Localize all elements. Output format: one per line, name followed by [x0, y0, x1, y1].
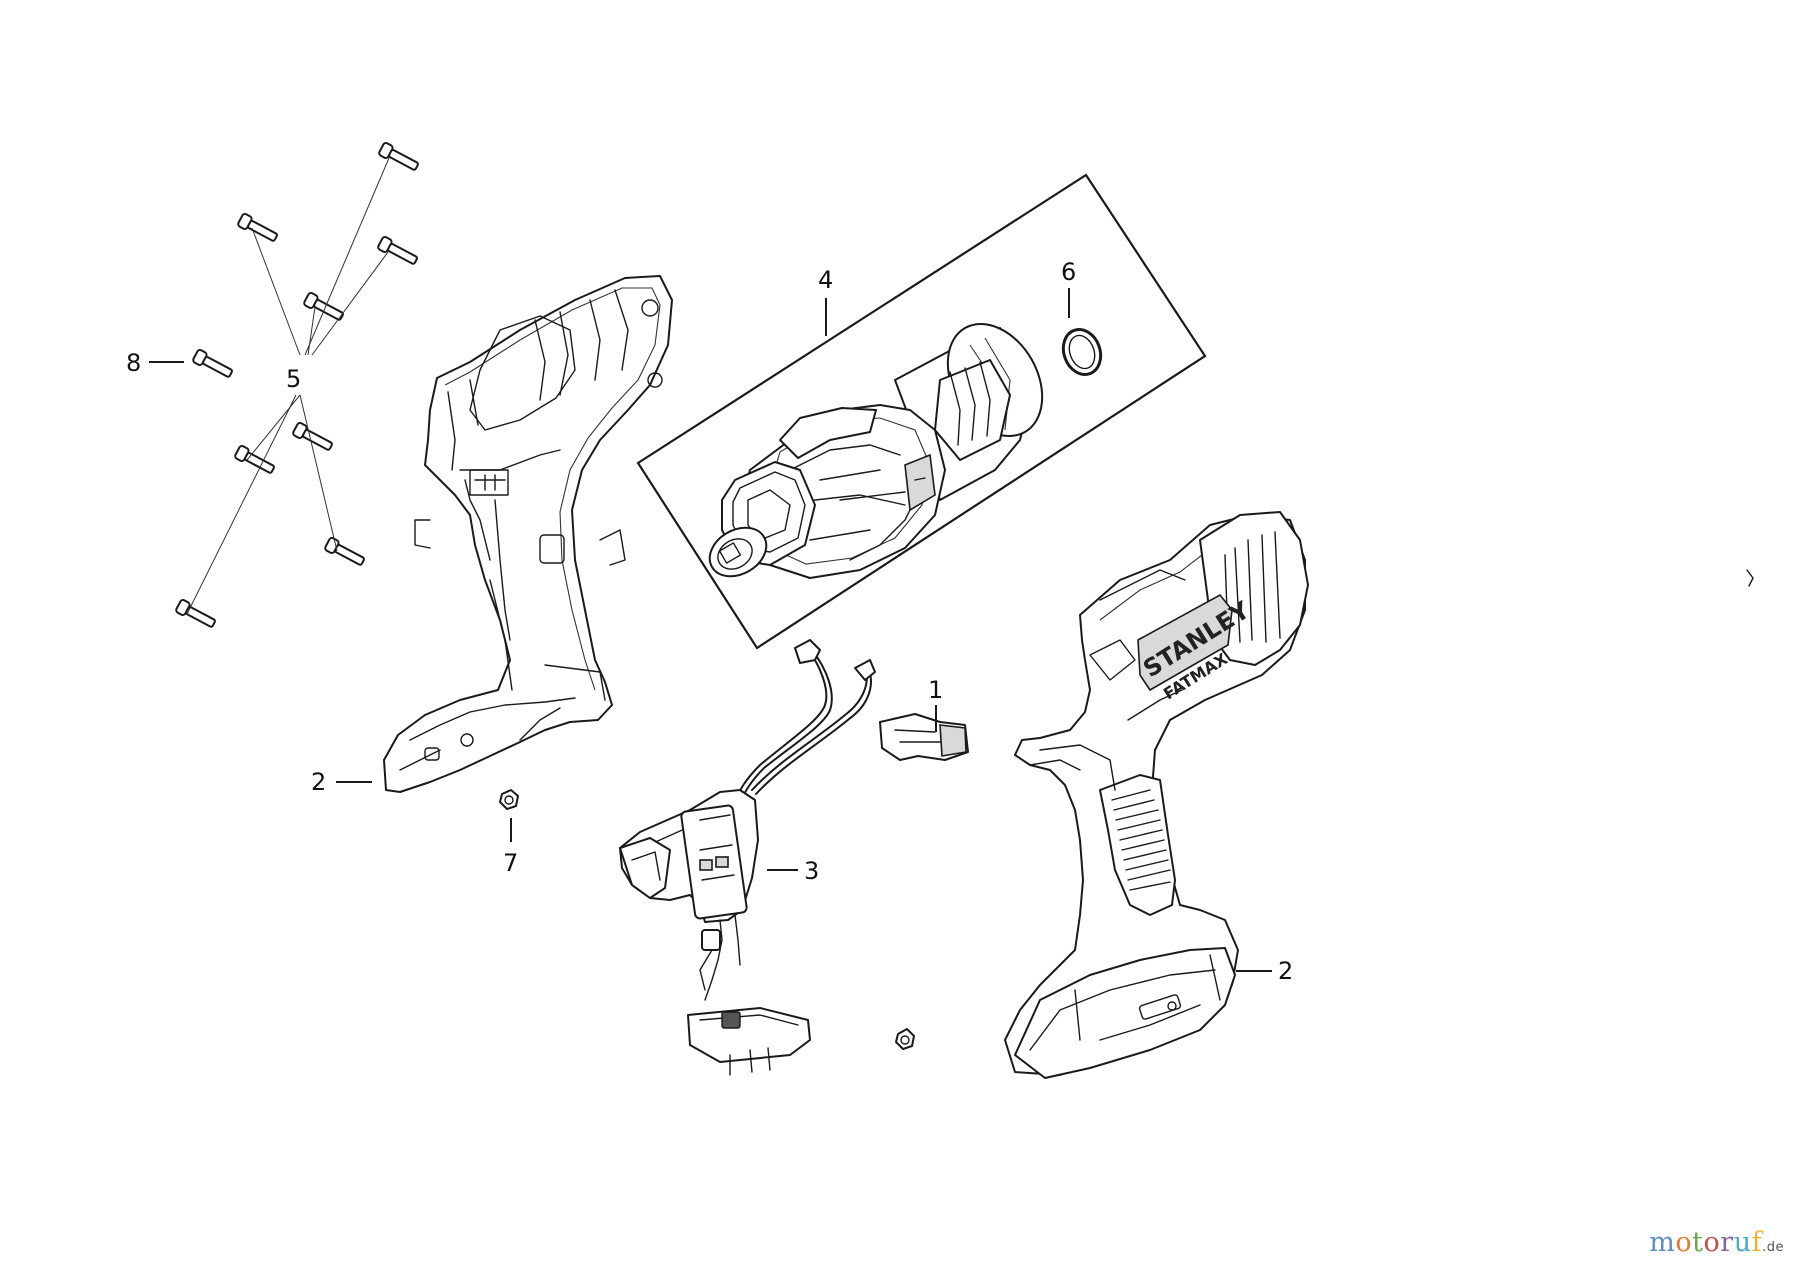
callout-8: 8 — [126, 349, 141, 377]
nut-part-7 — [499, 789, 519, 810]
watermark-letter: t — [1692, 1227, 1704, 1258]
latch-clip-part-1 — [879, 713, 969, 761]
screw — [377, 235, 418, 265]
screw — [292, 421, 333, 451]
o-ring-part-6 — [1061, 328, 1103, 376]
watermark-letter: f — [1751, 1227, 1763, 1258]
callout-labels: 1 2 2 3 4 5 6 7 8 — [126, 258, 1293, 985]
callout-3: 3 — [804, 857, 819, 885]
right-housing-half: STANLEY FATMAX — [1004, 511, 1309, 1079]
screw — [378, 141, 419, 171]
callout-2-right: 2 — [1278, 957, 1293, 985]
stray-mark — [1746, 569, 1754, 587]
screw — [324, 536, 365, 566]
switch-trigger-assembly — [619, 639, 876, 1076]
watermark-letter: r — [1720, 1227, 1734, 1258]
motor-gearbox-assembly — [708, 322, 1044, 579]
watermark-wordmark: motoruf — [1649, 1227, 1762, 1258]
watermark-letter: u — [1733, 1227, 1752, 1258]
screw — [237, 212, 278, 242]
watermark-letter: m — [1649, 1227, 1676, 1258]
nut — [895, 1028, 915, 1050]
watermark-suffix: .de — [1762, 1240, 1784, 1255]
motoruf-watermark: motoruf.de — [1649, 1227, 1784, 1258]
callout-leaders — [149, 288, 1272, 972]
assembly-box-4 — [636, 173, 1207, 650]
screw — [192, 348, 233, 378]
callout-2-left: 2 — [311, 768, 326, 796]
watermark-letter: o — [1703, 1227, 1721, 1258]
callout-1: 1 — [928, 676, 943, 704]
callout-7: 7 — [503, 849, 518, 877]
callout-4: 4 — [818, 266, 833, 294]
left-housing-half — [383, 275, 673, 793]
callout-5-leaders — [186, 157, 390, 615]
watermark-letter: o — [1675, 1227, 1693, 1258]
callout-5: 5 — [286, 365, 301, 393]
callout-6: 6 — [1061, 258, 1076, 286]
screw — [234, 444, 275, 474]
screw — [175, 598, 216, 628]
screw — [303, 291, 344, 321]
screw-set — [175, 141, 419, 628]
